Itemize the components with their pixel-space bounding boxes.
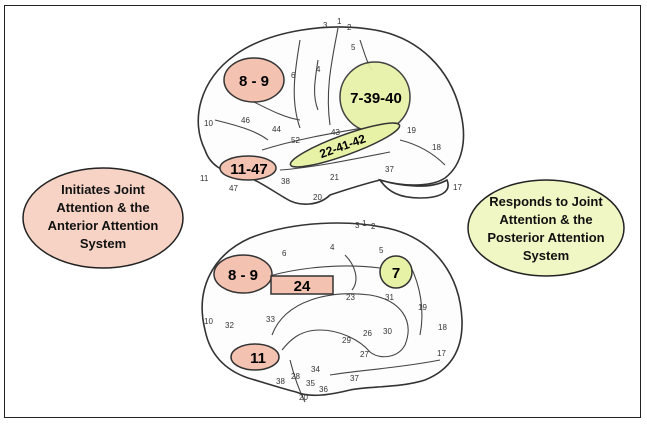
area-number: 31 [385, 293, 394, 302]
lateral-brain: 3 1 2 5 4 6 46 10 44 11 47 52 43 19 18 1… [197, 17, 465, 205]
area-number: 52 [291, 136, 300, 145]
area-number: 30 [383, 327, 392, 336]
anterior-caption-line-4: System [80, 236, 126, 251]
area-number: 4 [330, 243, 335, 252]
area-number: 3 [323, 21, 328, 30]
posterior-attention-caption: Responds to Joint Attention & the Poster… [467, 179, 625, 277]
area-number: 38 [276, 377, 285, 386]
posterior-caption-line-4: System [523, 248, 569, 263]
area-number: 11 [200, 174, 209, 183]
lateral-region-7-39-40-label: 7-39-40 [350, 90, 402, 107]
sulcus-line [314, 59, 319, 111]
area-number: 19 [407, 126, 416, 135]
lateral-region-22-41-42 [289, 122, 401, 168]
area-number: 20 [313, 193, 322, 202]
cerebellum-lateral [378, 178, 449, 199]
area-number: 5 [351, 43, 356, 52]
area-number: 20 [299, 393, 308, 402]
central-sulcus [327, 27, 339, 126]
area-number: 47 [229, 184, 238, 193]
medial-region-7-label: 7 [392, 265, 400, 282]
anterior-attention-caption: Initiates Joint Attention & the Anterior… [22, 167, 184, 269]
sulcus-line [344, 254, 357, 291]
lateral-area-numbers: 3 1 2 5 4 6 46 10 44 11 47 52 43 19 18 1… [200, 17, 462, 202]
anterior-caption-line-1: Initiates Joint [61, 182, 145, 197]
sulcus-line [399, 139, 446, 166]
anterior-caption-line-2: Attention & the [56, 200, 149, 215]
area-number: 35 [306, 379, 315, 388]
area-number: 26 [363, 329, 372, 338]
area-number: 34 [311, 365, 320, 374]
anterior-caption-bubble [22, 167, 184, 269]
posterior-caption-line-2: Attention & the [499, 212, 592, 227]
area-number: 3 [355, 221, 360, 230]
brainstem [289, 359, 306, 403]
area-number: 28 [291, 372, 300, 381]
area-number: 27 [360, 350, 369, 359]
lateral-region-11-47-label: 11-47 [230, 161, 268, 178]
area-number: 19 [418, 303, 427, 312]
sulcus-line [214, 119, 269, 141]
medial-area-numbers: 3 1 2 6 4 5 23 31 19 18 17 10 32 33 26 2… [204, 219, 447, 402]
area-number: 17 [453, 183, 462, 192]
lateral-region-8-9 [223, 57, 285, 103]
medial-region-24 [270, 275, 334, 295]
sulcus-line [279, 151, 391, 171]
area-number: 18 [432, 143, 441, 152]
sulcus-line [329, 359, 441, 376]
area-number: 6 [291, 71, 296, 80]
area-number: 10 [204, 119, 213, 128]
area-number: 1 [362, 219, 367, 228]
posterior-caption-line-1: Responds to Joint [489, 194, 603, 209]
medial-region-24-label: 24 [294, 278, 311, 295]
anterior-caption-line-3: Anterior Attention [48, 218, 159, 233]
area-number: 32 [225, 321, 234, 330]
area-number: 33 [266, 315, 275, 324]
area-number: 2 [371, 222, 376, 231]
area-number: 18 [438, 323, 447, 332]
medial-region-8-9-label: 8 - 9 [228, 267, 258, 284]
area-number: 17 [437, 349, 446, 358]
area-number: 2 [347, 23, 352, 32]
area-number: 1 [337, 17, 342, 26]
area-number: 21 [330, 173, 339, 182]
corpus-callosum [271, 293, 409, 358]
area-number: 36 [319, 385, 328, 394]
area-number: 46 [241, 116, 250, 125]
medial-region-11 [230, 343, 280, 371]
area-number: 6 [282, 249, 287, 258]
area-number: 44 [272, 125, 281, 134]
medial-region-8-9 [213, 254, 273, 294]
area-number: 29 [342, 336, 351, 345]
lateral-region-8-9-label: 8 - 9 [239, 73, 269, 90]
posterior-caption-bubble [467, 179, 625, 277]
area-number: 38 [281, 177, 290, 186]
area-number: 10 [204, 317, 213, 326]
area-number: 43 [331, 128, 340, 137]
area-number: 37 [385, 165, 394, 174]
medial-region-11-label: 11 [250, 350, 266, 367]
medial-region-7 [379, 255, 413, 289]
lateral-region-11-47 [219, 155, 277, 181]
medial-brain: 3 1 2 6 4 5 23 31 19 18 17 10 32 33 26 2… [201, 219, 463, 403]
posterior-caption-line-3: Posterior Attention [487, 230, 604, 245]
area-number: 37 [350, 374, 359, 383]
area-number: 23 [346, 293, 355, 302]
area-number: 5 [379, 246, 384, 255]
area-number: 4 [316, 65, 321, 74]
